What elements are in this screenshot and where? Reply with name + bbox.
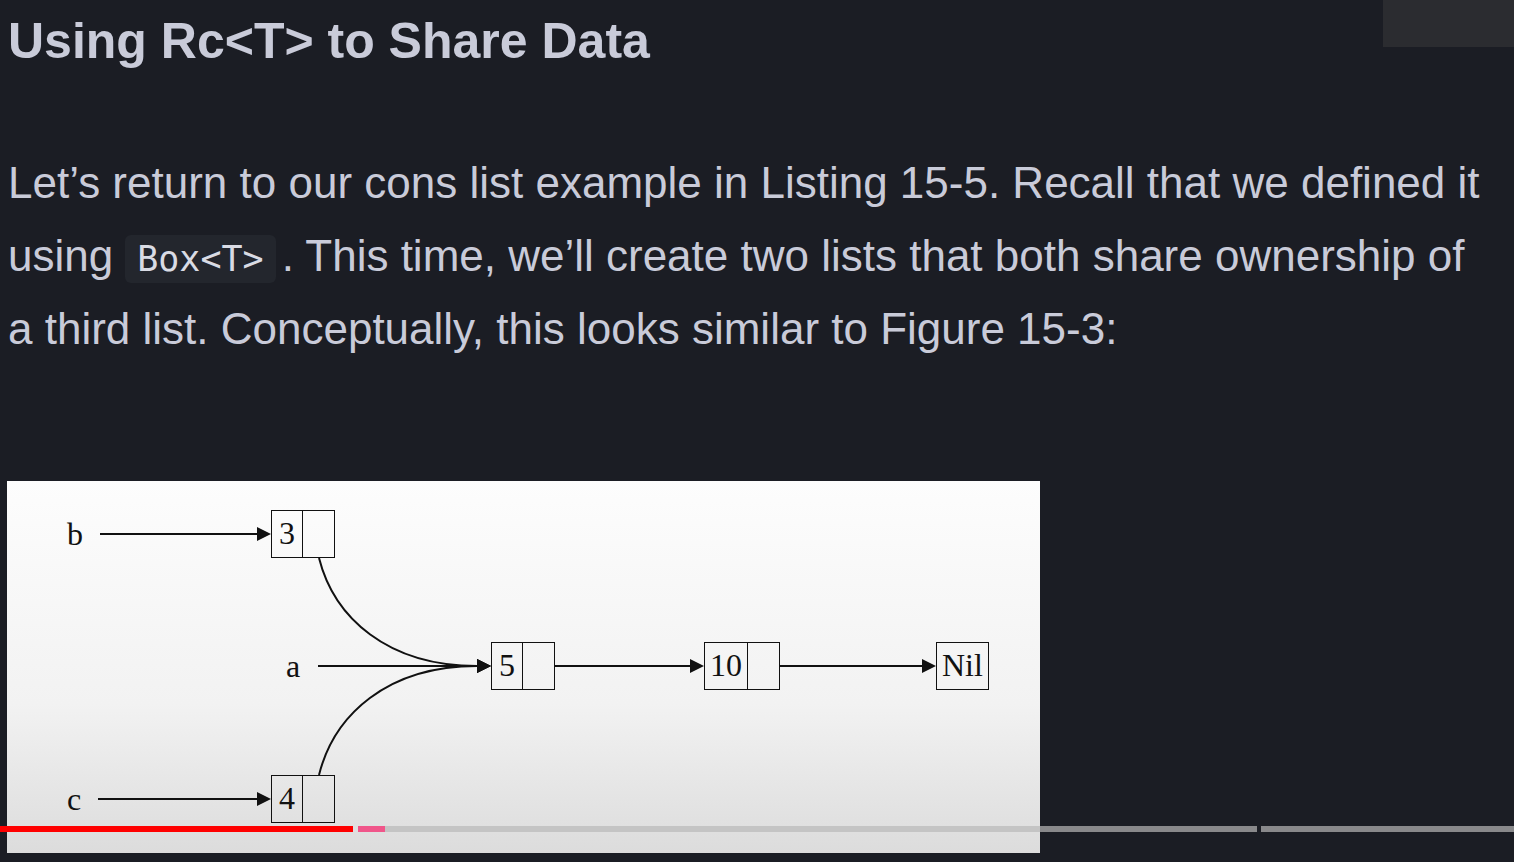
arrow-head	[690, 659, 704, 673]
arrow-head	[257, 792, 271, 806]
pointer-arrow	[319, 666, 477, 775]
pointer-line	[98, 798, 258, 800]
body-paragraph: Let’s return to our cons list example in…	[8, 146, 1498, 365]
webcam-thumbnail	[1383, 0, 1514, 47]
inline-code: Box<T>	[125, 235, 275, 283]
cell-value: 10	[705, 643, 747, 689]
variable-name: b	[67, 517, 83, 551]
pointer-compartment	[522, 643, 554, 689]
cons-cell: 3	[271, 510, 335, 558]
arrow-head	[922, 659, 936, 673]
progress-track	[385, 826, 1257, 832]
arrow-head	[477, 659, 491, 673]
progress-track	[1261, 826, 1514, 832]
arrow-head	[257, 527, 271, 541]
cell-value: 4	[272, 776, 302, 822]
cell-value: 3	[272, 511, 302, 557]
nil-box: Nil	[936, 642, 989, 690]
arrow-head	[477, 659, 491, 673]
arrow-head	[477, 659, 491, 673]
progress-buffer	[358, 826, 385, 832]
cons-cell: 5	[491, 642, 555, 690]
pointer-arrow	[780, 665, 922, 667]
slide-title: Using Rc<T> to Share Data	[8, 12, 650, 70]
pointer-compartment	[302, 511, 334, 557]
cons-cell: 10	[704, 642, 780, 690]
pointer-compartment	[302, 776, 334, 822]
variable-name: c	[67, 782, 81, 816]
pointer-arrow	[555, 665, 690, 667]
pointer-compartment	[747, 643, 779, 689]
variable-name: a	[286, 649, 300, 683]
progress-played	[0, 826, 353, 832]
cell-value: Nil	[937, 643, 988, 689]
pointer-line	[100, 533, 258, 535]
cell-value: 5	[492, 643, 522, 689]
cons-cell: 4	[271, 775, 335, 823]
pointer-arrow	[319, 558, 477, 666]
